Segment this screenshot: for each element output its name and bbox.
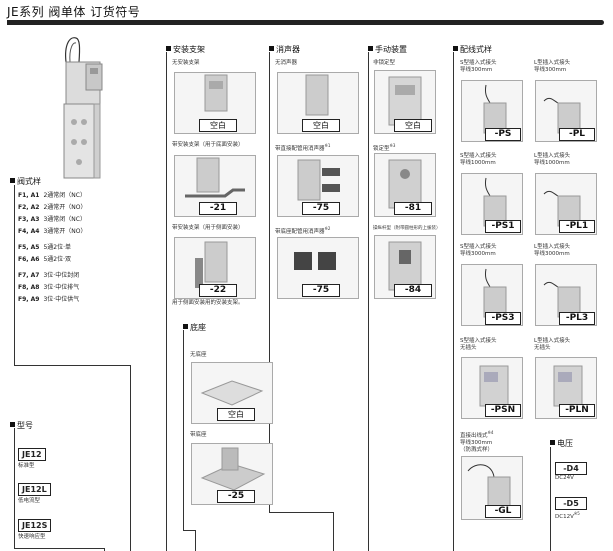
connector-line (14, 428, 15, 548)
function-section-title: 阀式样 (10, 176, 41, 187)
model-section-title: 型号 (10, 420, 33, 431)
voltage-desc: DC24V (555, 475, 574, 481)
connector-line (183, 530, 195, 531)
wiring-label: L型插入式接头导线300mm (534, 60, 571, 73)
mounting-label: 无安装支架 (172, 60, 200, 66)
wiring-photo (461, 357, 523, 419)
model-desc: 标准型 (18, 463, 35, 469)
model-item: JE12S 快速响应型 (18, 513, 52, 540)
manual-code: -84 (394, 284, 432, 297)
wiring-direct-label: 直接出线式※4 导线300mm （防溅式样） (460, 430, 494, 453)
model-code: JE12S (18, 519, 52, 532)
wiring-code: -PS (485, 128, 521, 141)
connector-line (269, 52, 270, 512)
wiring-label: S型插入式接头导线1000mm (460, 153, 497, 166)
silencer-label: 无消声器 (275, 60, 298, 66)
manual-code: -81 (394, 202, 432, 215)
wiring-label: L型插入式接头导线3000mm (534, 244, 571, 257)
wiring-label: L型插入式接头无插头 (534, 338, 571, 351)
connector-line (14, 548, 104, 549)
wiring-label: L型插入式接头导线1000mm (534, 153, 571, 166)
model-item: JE12 标准型 (18, 442, 46, 469)
base-label: 无底座 (190, 352, 207, 358)
connector-line (183, 330, 184, 530)
silencer-code: 空白 (302, 119, 340, 132)
mounting-label: 带安装支架（用于侧面安装） (172, 225, 244, 231)
connector-line (14, 365, 130, 366)
manual-label: 锁定型※3 (373, 143, 396, 152)
voltage-desc: DC12V※5 (555, 511, 580, 520)
manual-code: 空白 (394, 119, 432, 132)
wiring-code: -PSN (485, 404, 521, 417)
model-item: JE12L 低电流型 (18, 477, 51, 504)
silencer-label: 带直接配管用消声器※1 (275, 143, 331, 152)
wiring-code: -GL (485, 505, 521, 518)
wiring-code: -PS1 (485, 220, 521, 233)
mounting-code: 空白 (199, 119, 237, 132)
manual-label: 非锁定型 (373, 60, 396, 66)
silencer-label: 带底座配管用消声器※2 (275, 226, 331, 235)
connector-line (130, 365, 131, 551)
connector-line (269, 512, 333, 513)
base-code: 空白 (217, 408, 255, 421)
connector-line (166, 52, 167, 551)
wiring-label: S型插入式接头导线300mm (460, 60, 497, 73)
wiring-label: S型插入式接头导线3000mm (460, 244, 497, 257)
wiring-label: S型插入式接头无插头 (460, 338, 497, 351)
voltage-section-title: 电压 (550, 438, 573, 449)
connector-line (550, 447, 551, 551)
silencer-code: -75 (302, 284, 340, 297)
manual-photo (374, 70, 436, 134)
voltage-code: -D5 (555, 497, 587, 510)
manual-label: 操纵杆型（附带圆柱形的上拔装） (373, 226, 441, 231)
title-bar (7, 20, 604, 25)
wiring-code: -PL1 (559, 220, 595, 233)
mounting-photo (174, 72, 256, 134)
model-code: JE12L (18, 483, 51, 496)
connector-line (368, 52, 369, 551)
valve-illustration (52, 34, 112, 184)
silencer-section-title: 消声器 (269, 44, 300, 55)
model-desc: 低电流型 (18, 498, 41, 504)
mounting-note: 用于侧面安装用的安装支架。 (172, 300, 244, 306)
wiring-code: -PS3 (485, 312, 521, 325)
connector-line (333, 512, 334, 551)
mounting-photo (174, 155, 256, 217)
base-section-title: 底座 (183, 322, 206, 333)
mounting-label: 带安装支架（用于底面安装） (172, 142, 244, 148)
connector-line (104, 548, 105, 551)
model-code: JE12 (18, 448, 46, 461)
connector-line (453, 52, 454, 551)
silencer-code: -75 (302, 202, 340, 215)
wiring-code: -PL (559, 128, 595, 141)
wiring-code: -PL3 (559, 312, 595, 325)
manual-section-title: 手动装置 (368, 44, 407, 55)
voltage-code: -D4 (555, 462, 587, 475)
connector-line (14, 185, 15, 365)
wiring-code: -PLN (559, 404, 595, 417)
connector-line (195, 530, 196, 551)
mounting-section-title: 安装支架 (166, 44, 205, 55)
mounting-code: -21 (199, 202, 237, 215)
model-desc: 快速响应型 (18, 534, 46, 540)
page-title: JE系列 阀单体 订货符号 (7, 5, 141, 19)
base-label: 带底座 (190, 432, 207, 438)
mounting-code: -22 (199, 284, 237, 297)
wiring-section-title: 配线式样 (453, 44, 492, 55)
base-code: -25 (217, 490, 255, 503)
